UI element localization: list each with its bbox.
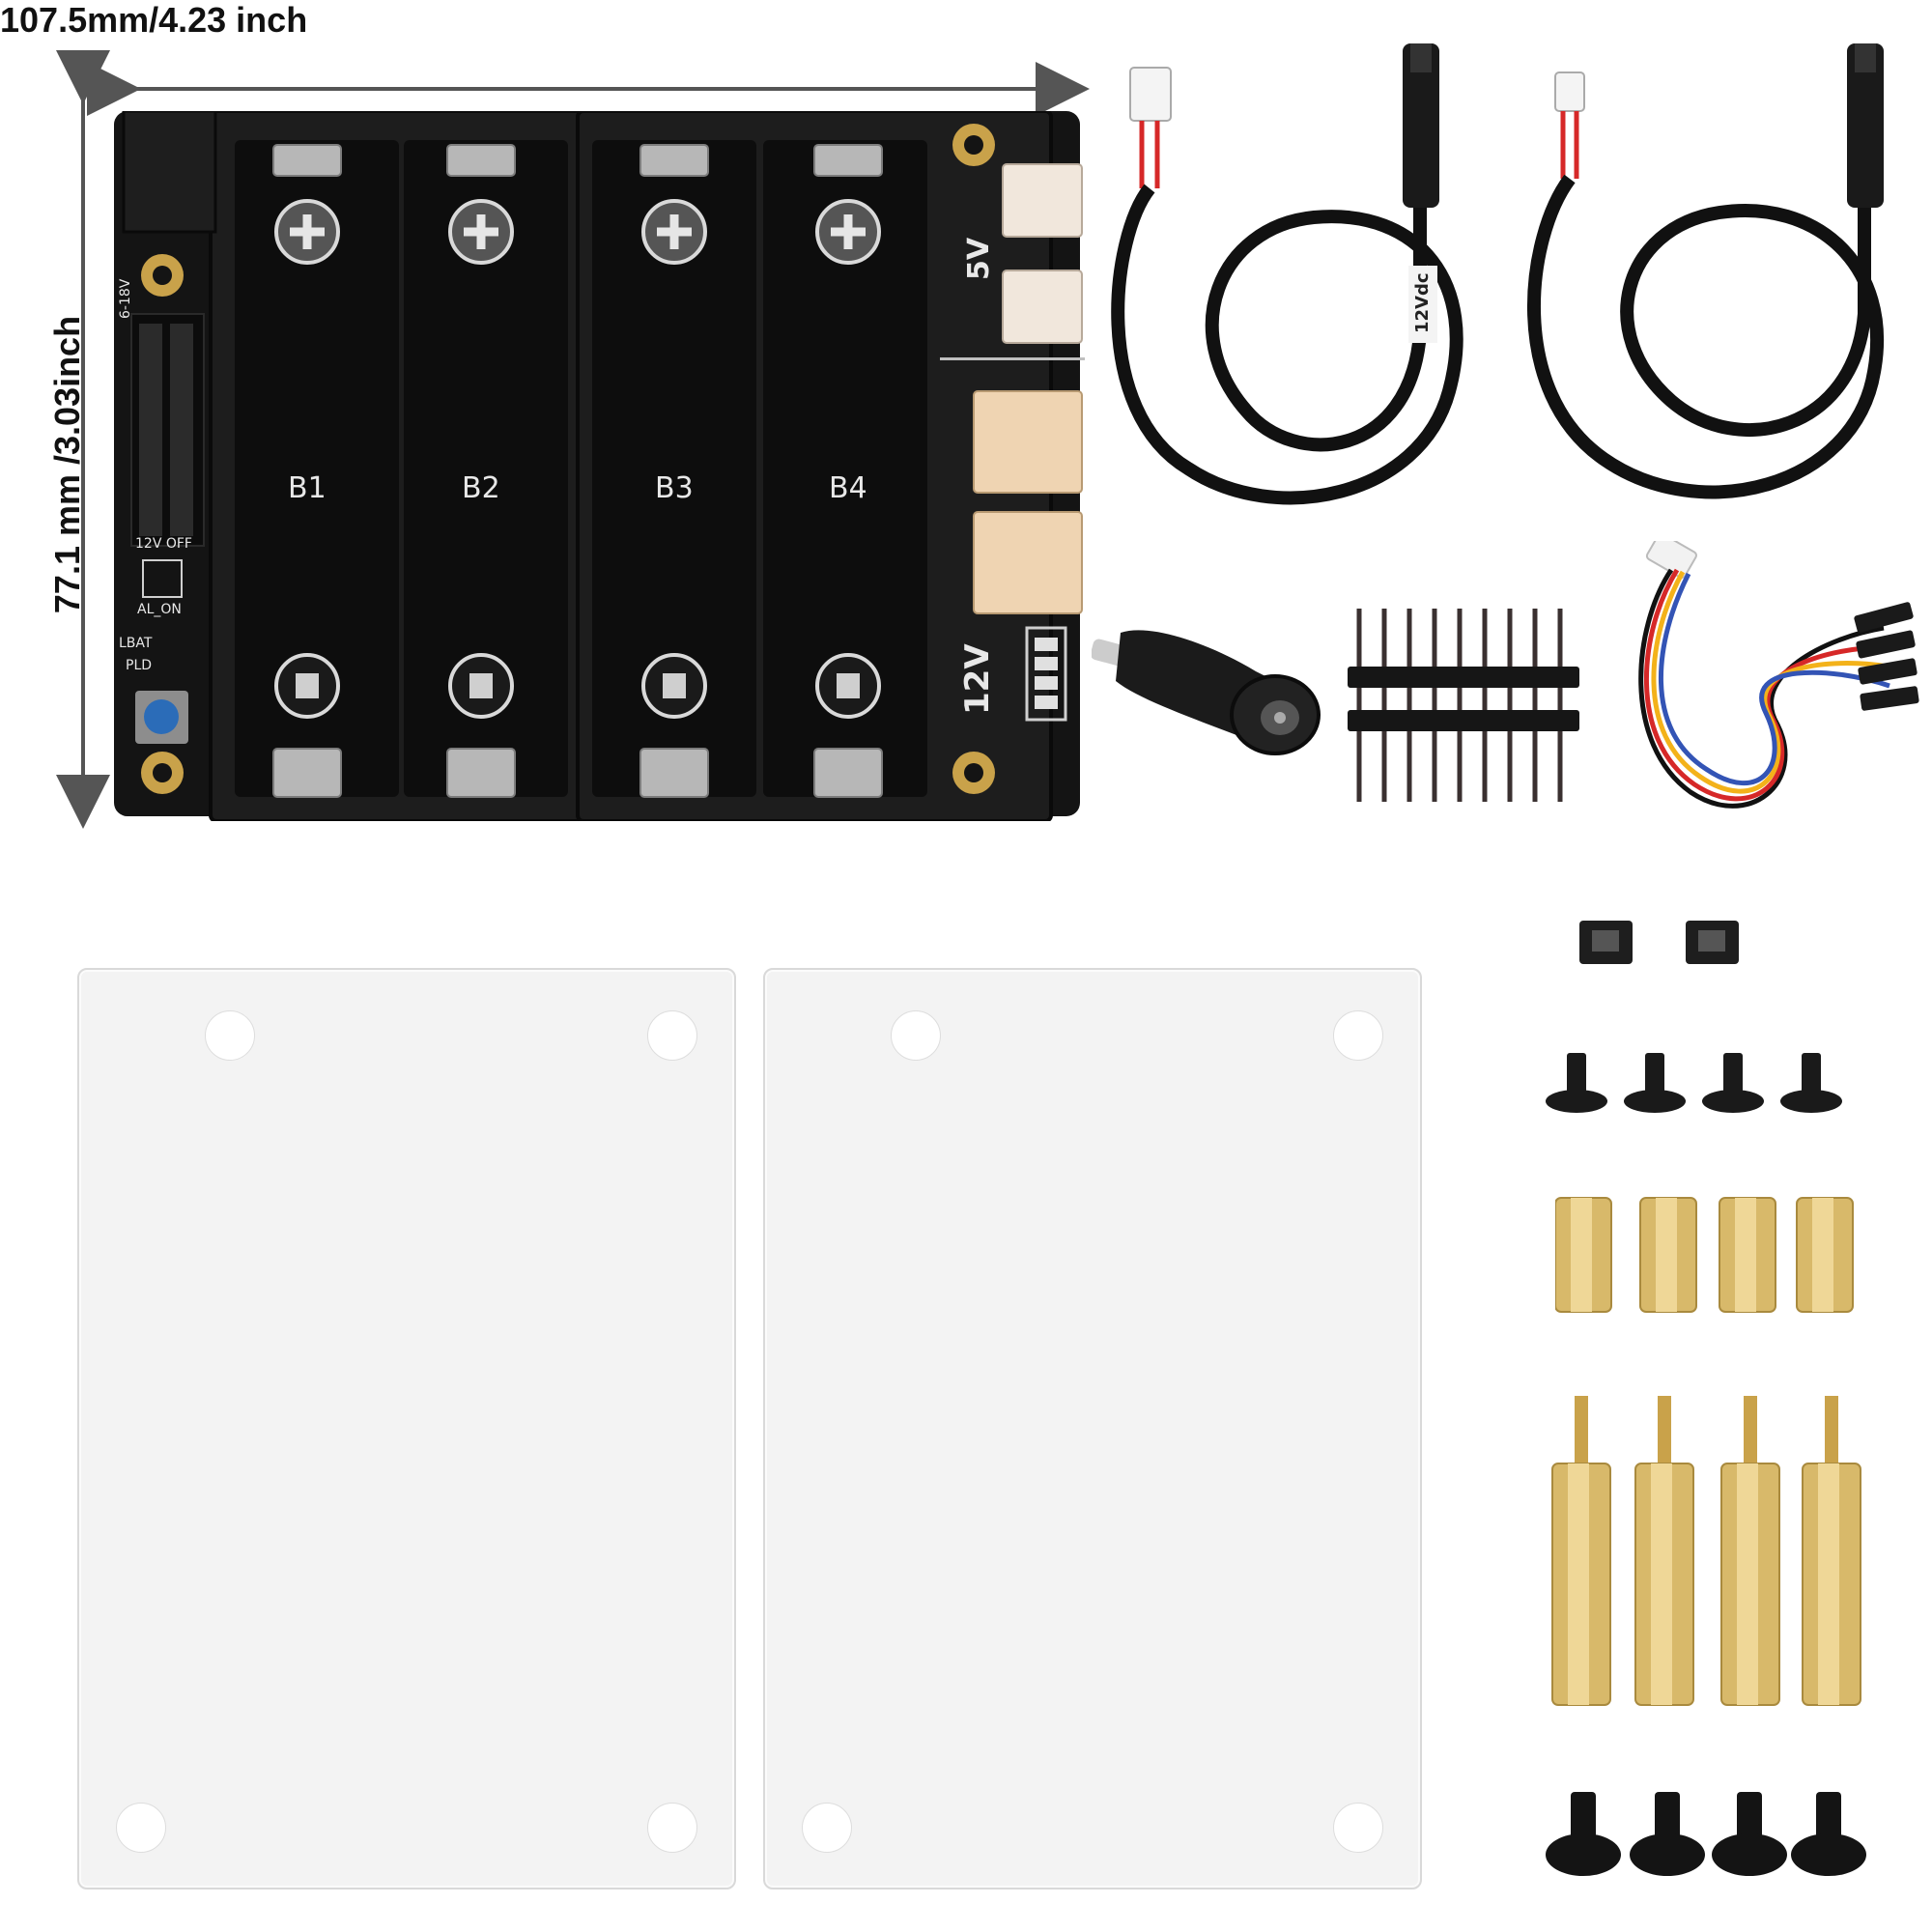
- plate-hole: [891, 1010, 941, 1061]
- plate-hole: [647, 1803, 697, 1853]
- battery-label-b4: B4: [829, 471, 867, 505]
- short-screws: [1546, 1053, 1842, 1113]
- plate-hole: [802, 1803, 852, 1853]
- output-5v-label: 5V: [962, 237, 996, 280]
- four-wire-jumper-cable: [1638, 541, 1919, 809]
- output-12v-label: 12V: [958, 643, 997, 715]
- round-screw-4: [1791, 1792, 1866, 1876]
- plate-hole: [205, 1010, 255, 1061]
- long-brass-standoffs: [1551, 1396, 1861, 1706]
- connector-5v-2: [1002, 270, 1083, 344]
- battery-label-b3: B3: [655, 471, 694, 505]
- width-dimension-label: 107.5mm/4.23 inch: [0, 0, 308, 40]
- switch-bottom-label: AL_ON: [137, 602, 182, 617]
- short-brass-standoffs: [1555, 1197, 1854, 1313]
- plate-hole: [1333, 1010, 1383, 1061]
- dc-cable-with-connector-1: 12Vdc: [1111, 43, 1463, 505]
- connector-5v-1: [1002, 163, 1083, 238]
- battery-label-b2: B2: [462, 471, 500, 505]
- led-pld-label: PLD: [126, 658, 152, 673]
- round-screw-2: [1630, 1792, 1705, 1876]
- connector-12v-1: [973, 390, 1083, 494]
- short-screw-4: [1780, 1053, 1842, 1113]
- battery-label-b1: B1: [288, 471, 327, 505]
- ups-board: B1 B2 B3 B4 5V 12V 6-18V 12V OFF AL_ON L…: [114, 111, 1085, 821]
- acrylic-plate-left: [77, 968, 736, 1889]
- dc-cable-with-connector-2: [1526, 43, 1885, 499]
- cable-voltage-tag: 12Vdc: [1412, 272, 1433, 333]
- plate-hole: [647, 1010, 697, 1061]
- switch-top-label: 12V OFF: [135, 536, 192, 552]
- usb-c-to-dc-adapter: [1092, 630, 1321, 755]
- plate-hole: [1333, 1803, 1383, 1853]
- round-screw-3: [1712, 1792, 1787, 1876]
- input-range-label: 6-18V: [118, 278, 133, 319]
- acrylic-plate-right: [763, 968, 1422, 1889]
- jumper-caps: [1579, 921, 1739, 964]
- round-head-screws: [1546, 1792, 1866, 1876]
- round-screw-1: [1546, 1792, 1621, 1876]
- pin-header-2x9: [1348, 609, 1579, 802]
- short-screw-1: [1546, 1053, 1607, 1113]
- led-lbat-label: LBAT: [119, 636, 153, 651]
- short-screw-2: [1624, 1053, 1686, 1113]
- connector-12v-2: [973, 511, 1083, 614]
- plate-hole: [116, 1803, 166, 1853]
- short-screw-3: [1702, 1053, 1764, 1113]
- header-pins: [1356, 609, 1563, 802]
